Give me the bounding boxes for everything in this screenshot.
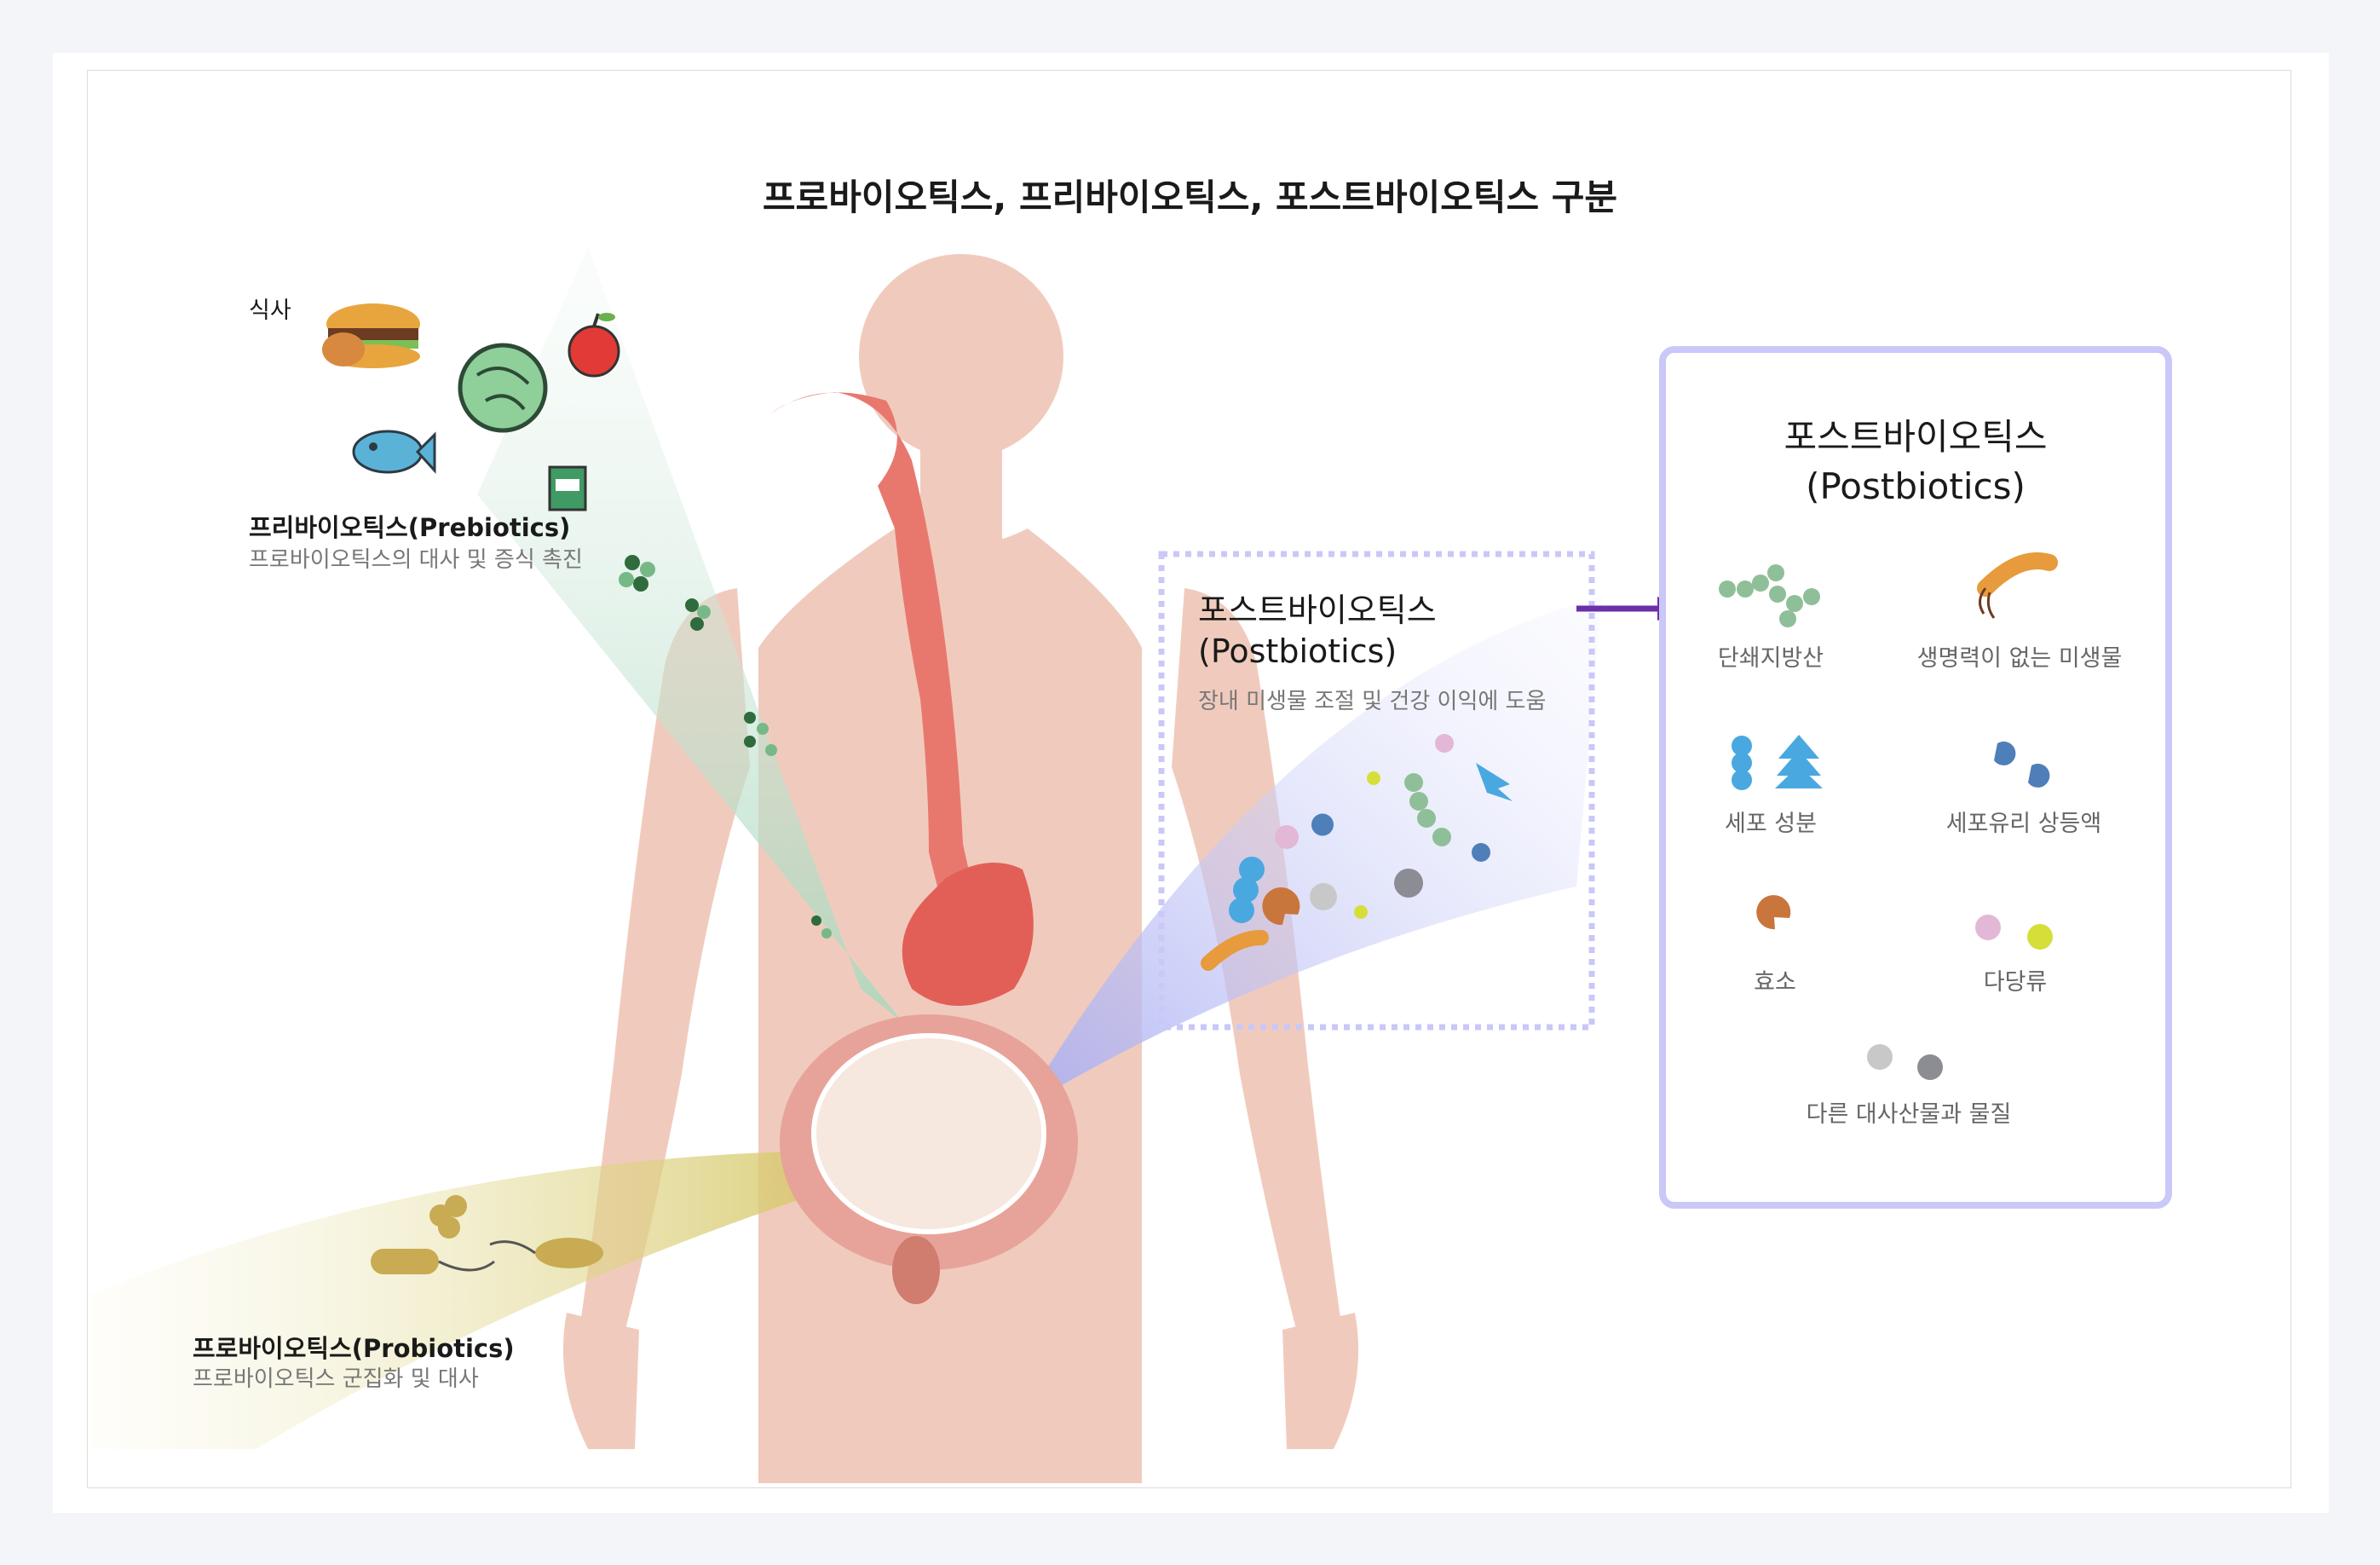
diet-label: 식사 — [249, 297, 291, 324]
item-cell-free-supernatant: 세포유리 상등액 — [1945, 811, 2102, 837]
item-scfa: 단쇄지방산 — [1717, 645, 1824, 672]
probiotics-title: 프로바이오틱스(Probiotics) — [193, 1334, 515, 1363]
polysaccharide-icon — [1975, 915, 2053, 950]
item-enzymes: 효소 — [1754, 969, 1796, 996]
postbiotic-beam — [1023, 597, 1602, 1108]
probiotic-bacteria — [371, 1195, 603, 1274]
prebiotic-beam — [477, 247, 903, 1023]
probiotics-desc: 프로바이오틱스 군집화 및 대사 — [193, 1366, 479, 1392]
postbiotics-zone-dashed — [1158, 551, 1595, 1031]
postbiotics-mid-desc: 장내 미생물 조절 및 건강 이익에 도움 — [1198, 689, 1547, 714]
item-non-viable-microbes: 생명력이 없는 미생물 — [1916, 645, 2123, 672]
fish-icon — [352, 430, 436, 474]
postbiotics-mid-title-line1: 포스트바이오틱스 — [1198, 592, 1437, 629]
prebiotic-particles — [619, 555, 832, 938]
postbiotics-box-title-line2: (Postbiotics) — [1806, 465, 2026, 507]
postbiotics-box-title-line1: 포스트바이오틱스 — [1784, 416, 2048, 458]
postbiotics-mid-title: 포스트바이오틱스 (Postbiotics) — [1198, 590, 1437, 672]
postbiotic-particles — [1201, 734, 1513, 971]
diet-icons — [322, 303, 620, 511]
chicken-leg-icon — [322, 332, 365, 367]
page-title: 프로바이오틱스, 프리바이오틱스, 포스트바이오틱스 구분 — [762, 176, 1618, 218]
apple-icon — [568, 313, 620, 378]
postbiotics-box-title: 포스트바이오틱스 (Postbiotics) — [1663, 413, 2169, 511]
digestive-tract — [771, 392, 1078, 1304]
other-metabolites-icon — [1867, 1044, 1943, 1080]
prebiotics-desc: 프로바이오틱스의 대사 및 증식 촉진 — [249, 547, 583, 573]
milk-carton-icon — [548, 465, 587, 511]
probiotic-beam — [87, 1151, 818, 1449]
cabbage-icon — [458, 343, 548, 433]
postbiotics-mid-title-line2: (Postbiotics) — [1198, 632, 1397, 670]
diagram-panel — [87, 70, 2291, 1488]
cell-free-supernatant-icon — [1994, 741, 2050, 788]
cell-component-icon — [1732, 735, 1823, 790]
item-other-metabolites: 다른 대사산물과 물질 — [1806, 1101, 2012, 1128]
enzyme-icon — [1756, 895, 1791, 930]
prebiotics-title: 프리바이오틱스(Prebiotics) — [249, 513, 571, 542]
non-viable-microbe-icon — [1977, 552, 2058, 619]
item-cell-components: 세포 성분 — [1725, 811, 1817, 837]
scfa-icon — [1719, 564, 1820, 627]
item-polysaccharides: 다당류 — [1983, 969, 2048, 996]
